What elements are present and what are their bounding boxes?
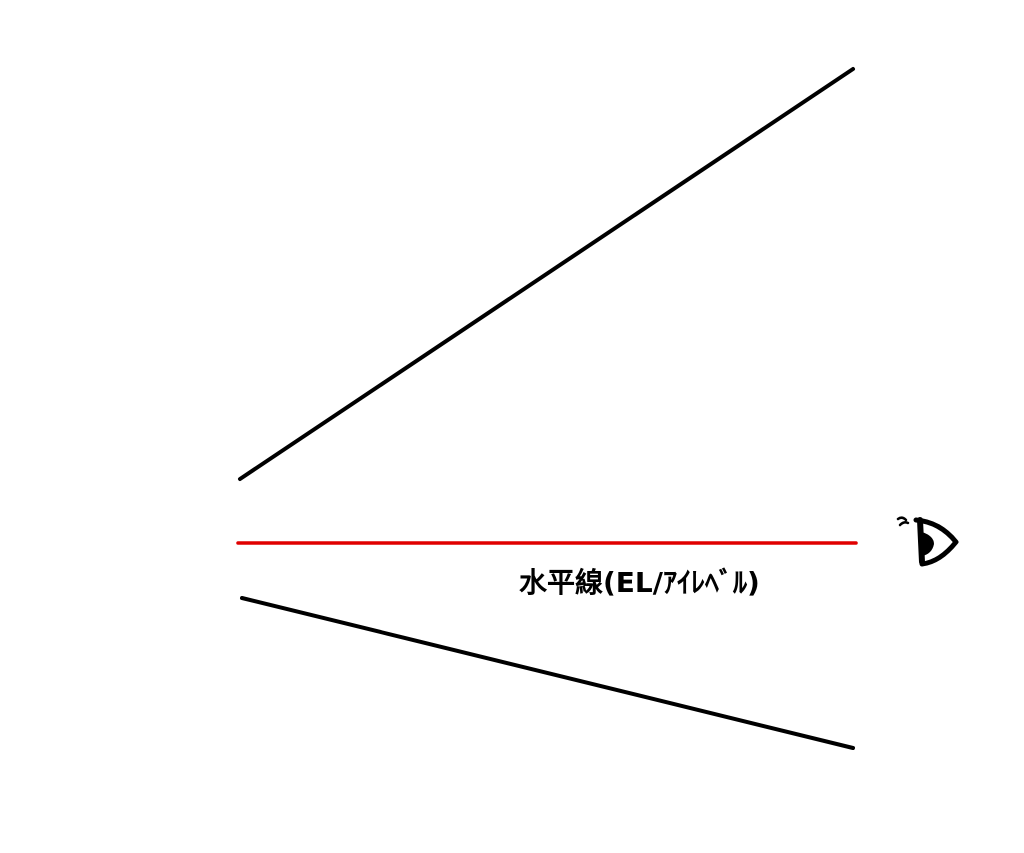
lower-perspective-line — [240, 596, 855, 750]
upper-perspective-line — [238, 67, 855, 481]
horizon-label: 水平線(EL/ｱｲﾚﾍﾞﾙ) — [519, 566, 760, 599]
eye-icon — [896, 516, 959, 567]
